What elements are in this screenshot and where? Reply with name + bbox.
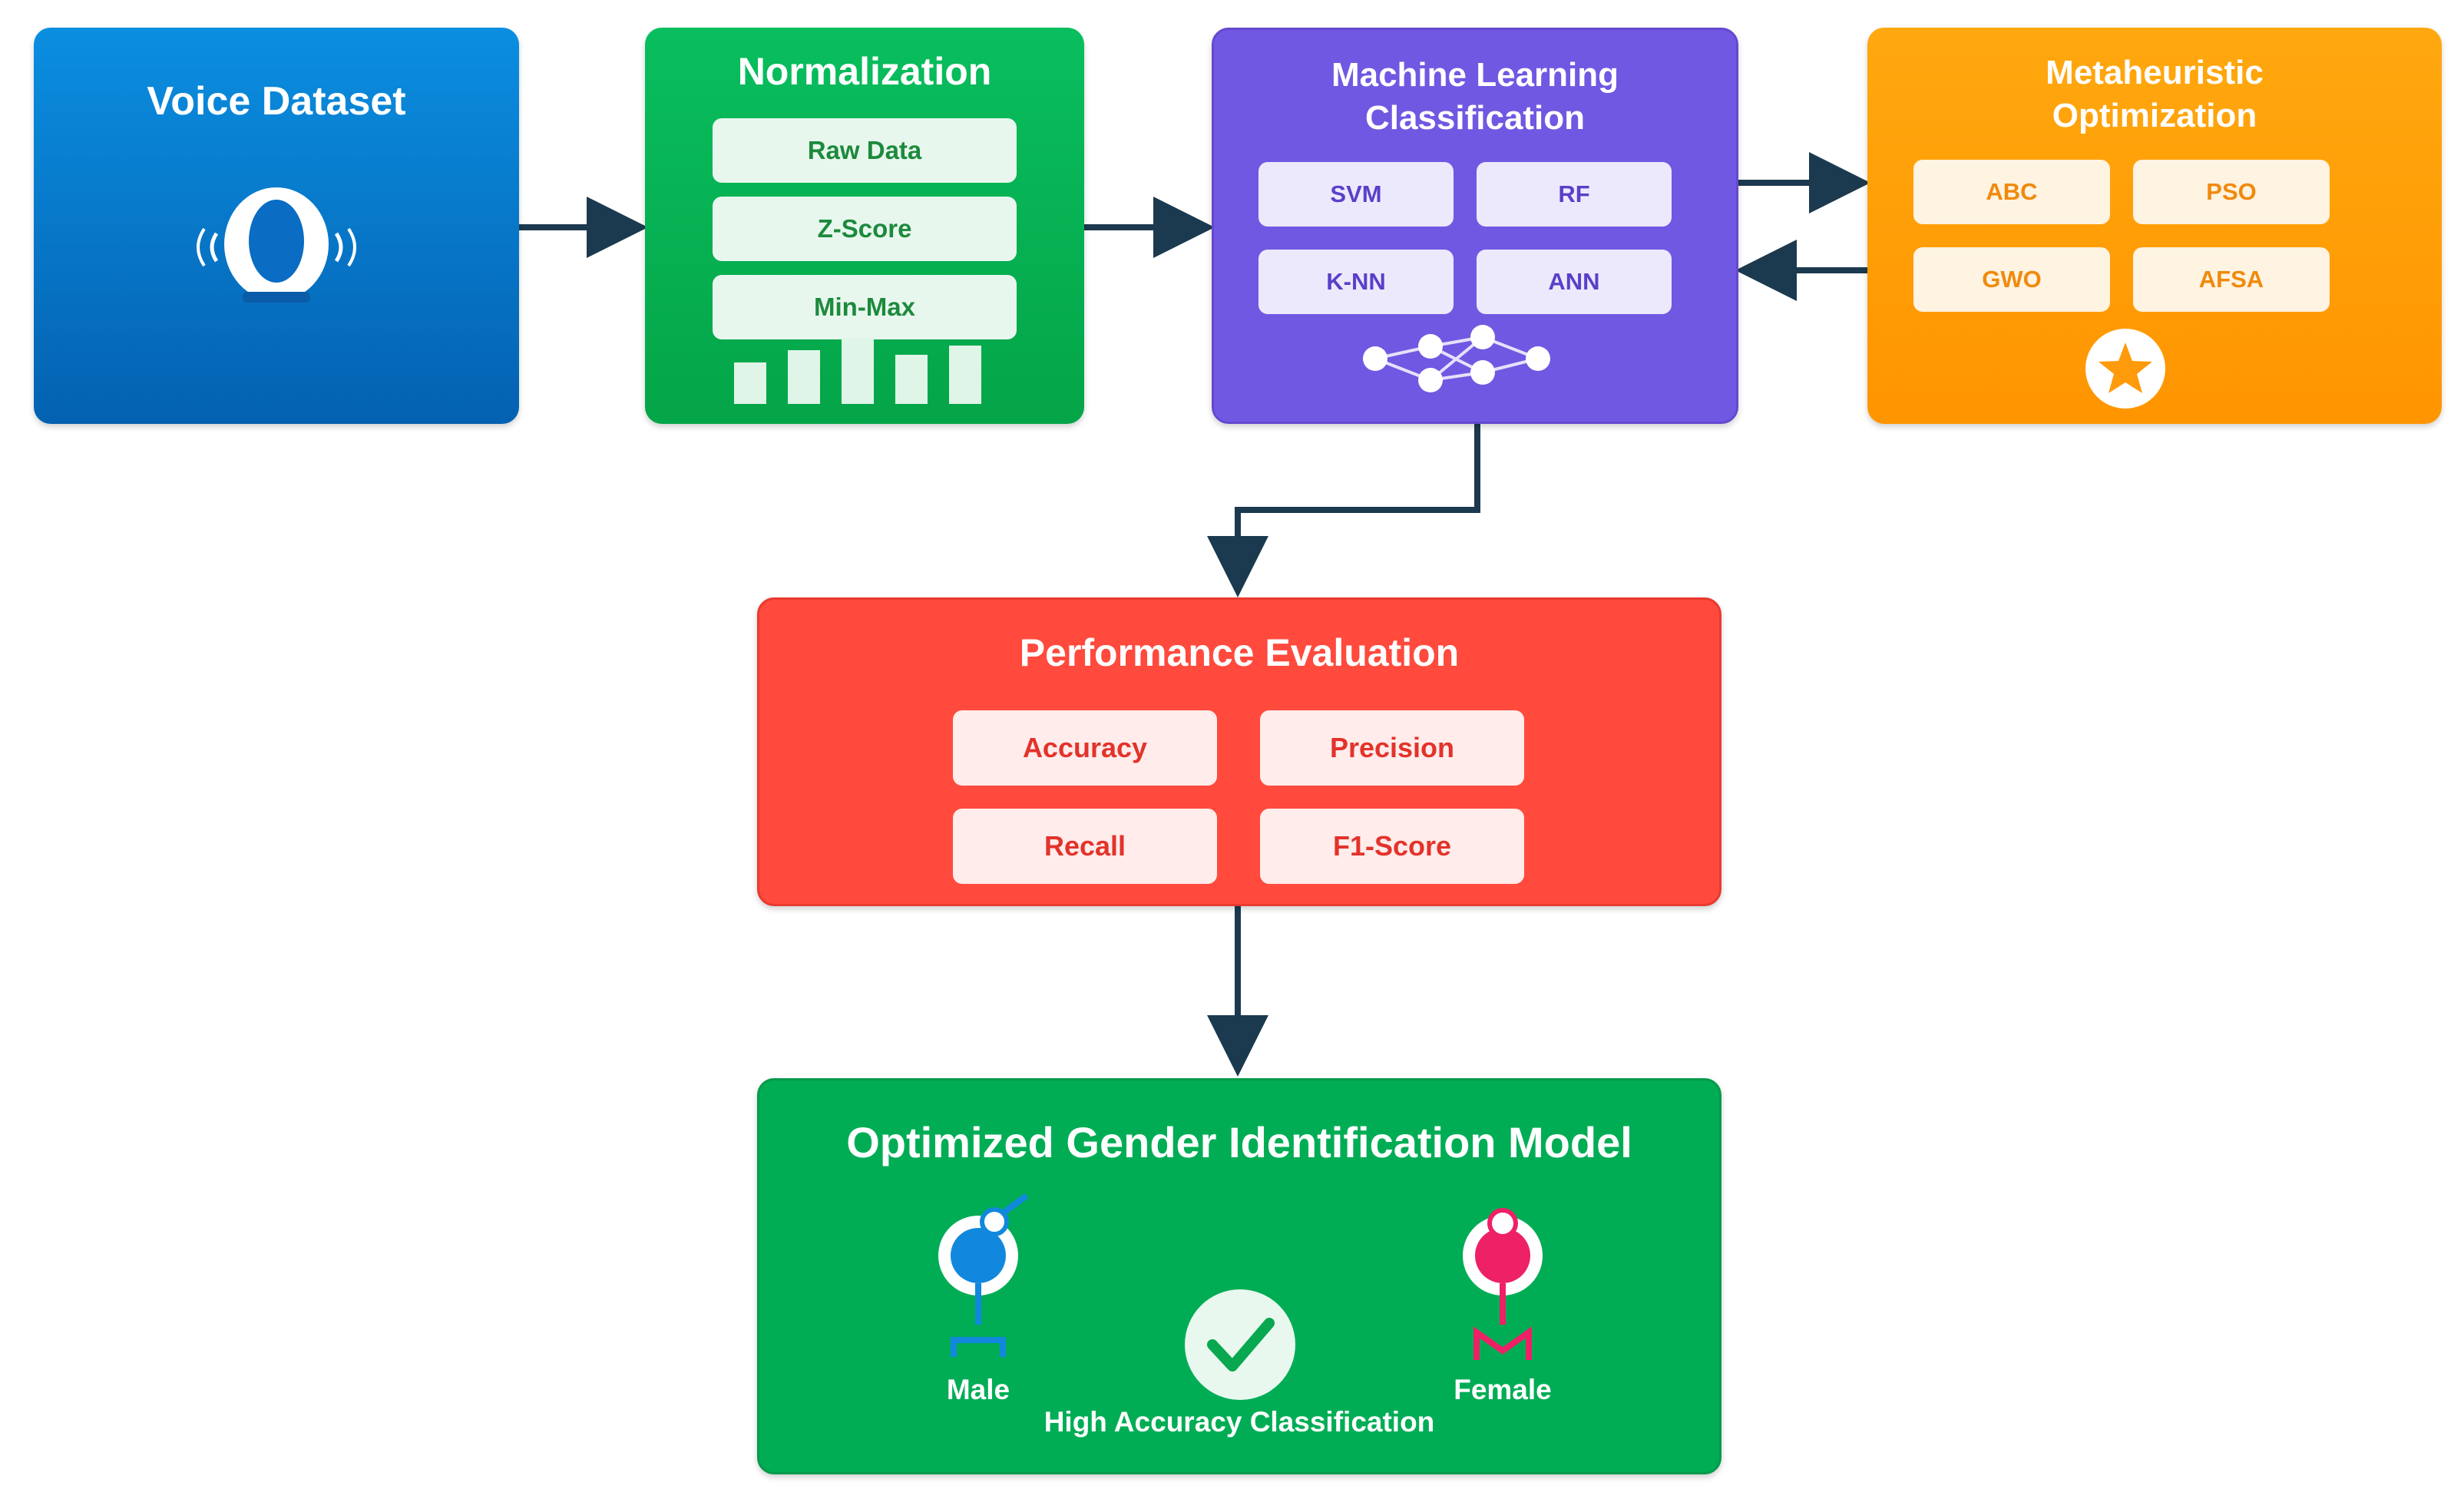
ml-classification-node: Machine Learning Classification SVM RF K… — [1212, 28, 1738, 424]
performance-item-precision: Precision — [1260, 710, 1524, 786]
female-icon — [1463, 1208, 1543, 1360]
male-icon — [938, 1193, 1029, 1357]
bar-chart-icon — [734, 338, 981, 404]
model-title: Optimized Gender Identification Model — [846, 1118, 1632, 1166]
performance-evaluation-node: Performance Evaluation Accuracy Precisio… — [757, 597, 1721, 906]
ml-item-ann: ANN — [1477, 250, 1672, 314]
neural-network-icon — [1363, 325, 1550, 392]
meta-item-afsa: AFSA — [2133, 247, 2330, 312]
ml-item-svm: SVM — [1258, 162, 1454, 227]
normalization-item-raw-data: Raw Data — [713, 118, 1017, 183]
male-label: Male — [946, 1374, 1010, 1405]
voice-dataset-title: Voice Dataset — [147, 79, 406, 124]
performance-title: Performance Evaluation — [1019, 631, 1460, 674]
ml-title-line2: Classification — [1364, 99, 1586, 137]
model-illustration — [938, 1193, 1543, 1400]
voice-dataset-node: Voice Dataset — [34, 28, 519, 424]
female-label: Female — [1454, 1374, 1552, 1405]
ml-title-line1: Machine Learning — [1331, 56, 1619, 94]
check-icon — [1185, 1289, 1295, 1400]
performance-item-accuracy: Accuracy — [953, 710, 1217, 786]
performance-item-recall: Recall — [953, 809, 1217, 884]
meta-item-gwo: GWO — [1913, 247, 2110, 312]
star-icon — [2085, 329, 2165, 409]
ml-item-knn: K-NN — [1258, 250, 1454, 314]
arrow-ml-to-performance — [1207, 424, 1480, 597]
normalization-item-min-max: Min-Max — [713, 275, 1017, 339]
meta-title-line2: Optimization — [2052, 97, 2257, 134]
normalization-title: Normalization — [737, 50, 992, 93]
normalization-item-z-score: Z-Score — [713, 197, 1017, 261]
performance-item-f1-score: F1-Score — [1260, 809, 1524, 884]
meta-item-abc: ABC — [1913, 160, 2110, 224]
gender-model-node: Optimized Gender Identification Model Ma… — [757, 1078, 1721, 1474]
metaheuristic-node: Metaheuristic Optimization ABC PSO GWO A… — [1867, 28, 2442, 424]
meta-title-line1: Metaheuristic — [2046, 54, 2264, 91]
ml-item-rf: RF — [1477, 162, 1672, 227]
model-caption: High Accuracy Classification — [1043, 1406, 1435, 1438]
normalization-node: Normalization Raw Data Z-Score Min-Max — [645, 28, 1084, 424]
meta-item-pso: PSO — [2133, 160, 2330, 224]
microphone-icon — [197, 187, 356, 303]
